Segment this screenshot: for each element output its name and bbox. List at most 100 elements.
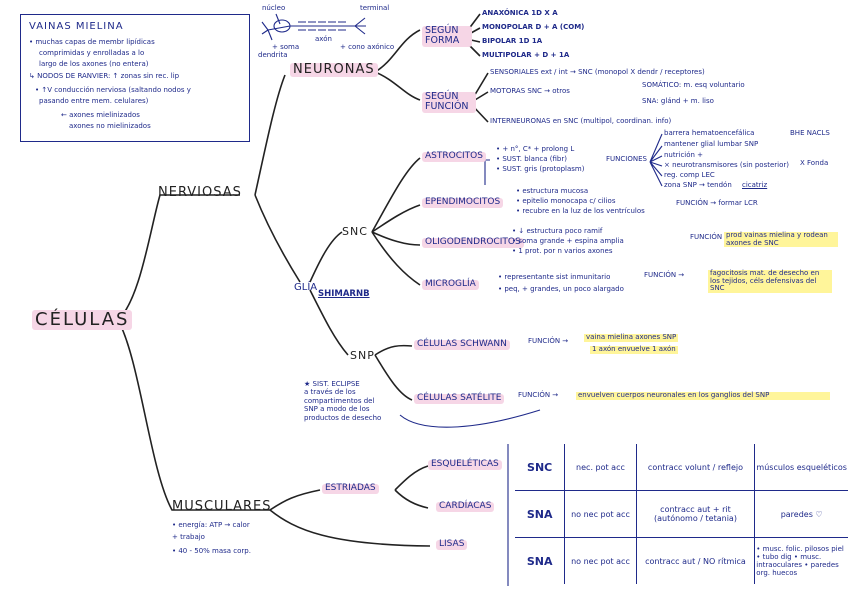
snp-note: ★ SIST. ECLIPSE a través de los comparti… xyxy=(304,380,381,422)
sketch-label-terminal: terminal xyxy=(360,4,390,12)
microglia-funcion-label: FUNCIÓN → xyxy=(644,271,685,279)
node-glia: GLÍA xyxy=(294,282,318,293)
microglia-funcion: fagocitosis mat. de desecho en los tejid… xyxy=(708,269,832,294)
forma-item: ANAXÓNICA 1D X A xyxy=(482,9,558,17)
table-cell: no nec pot acc xyxy=(564,537,637,584)
table-row: SNA no nec pot acc contracc aut + rit (a… xyxy=(515,490,848,538)
node-microglia: MICROGLÍA xyxy=(422,279,479,290)
schwann-sub: 1 axón envuelve 1 axón xyxy=(590,345,678,354)
muscle-comparison-table: SNC nec. pot acc contracc volunt / refle… xyxy=(515,444,848,584)
node-celulas-satelite: CÉLULAS SATÉLITE xyxy=(414,393,505,404)
node-nerviosas: NERVIOSAS xyxy=(158,185,242,200)
oligo-funcion-label: FUNCIÓN → xyxy=(690,233,731,241)
microglia-note: • representante sist inmunitario xyxy=(498,273,611,281)
node-estriadas: ESTRIADAS xyxy=(322,483,379,494)
snp-note-line: ★ SIST. ECLIPSE xyxy=(304,380,360,388)
ependimocitos-funcion: FUNCIÓN → formar LCR xyxy=(676,199,758,207)
astrocitos-funcion: barrera hematoencefálica xyxy=(664,129,755,137)
neuron-sketch xyxy=(261,13,366,41)
node-celulas-schwann: CÉLULAS SCHWANN xyxy=(414,339,510,350)
snp-note-line: productos de desecho xyxy=(304,413,382,422)
vainas-mielina-box: VAINAS MIELINA • muchas capas de membr l… xyxy=(20,14,250,142)
node-astrocitos: ASTROCITOS xyxy=(422,151,486,162)
node-oligodendrocitos: OLIGODENDROCITOS xyxy=(422,237,524,248)
node-musculares: MUSCULARES xyxy=(172,499,272,514)
table-row: SNC nec. pot acc contracc volunt / refle… xyxy=(515,444,848,491)
satelite-funcion-label: FUNCIÓN → xyxy=(518,391,559,399)
table-cell: • musc. folic. pilosos piel • tubo dig •… xyxy=(754,537,848,584)
oligo-funcion: prod vainas mielina y rodean axones de S… xyxy=(724,231,838,248)
funcion-item: MOTORAS SNC → otros xyxy=(490,87,570,95)
table-cell-system: SNA xyxy=(515,490,565,538)
vainas-line: • ↑V conducción nerviosa (saltando nodos… xyxy=(35,86,191,94)
astrocitos-extra: cicatriz xyxy=(742,181,768,189)
oligo-note: • ↓ estructura poco ramif xyxy=(512,227,603,235)
sketch-label-axon: axón xyxy=(315,35,332,43)
vainas-line: • muchas capas de membr lipídicas xyxy=(29,38,155,46)
astrocitos-note: • SUST. blanca (fibr) xyxy=(496,155,567,163)
ependimocitos-note: • recubre en la luz de los ventrículos xyxy=(516,207,645,215)
node-segun-funcion: SEGÚN FUNCIÓN xyxy=(422,91,476,113)
astrocitos-funcion: reg. comp LEC xyxy=(664,171,715,179)
node-neuronas: NEURONAS xyxy=(290,62,378,78)
musc-note: • 40 - 50% masa corp. xyxy=(172,547,251,555)
satelite-funcion: envuelven cuerpos neuronales en los gang… xyxy=(576,391,830,400)
forma-item: MONOPOLAR D + A (COM) xyxy=(482,23,585,31)
microglia-note: • peq, + grandes, un poco alargado xyxy=(498,285,624,293)
table-cell: contracc volunt / reflejo xyxy=(635,444,755,491)
node-snp: SNP xyxy=(350,349,375,362)
sketch-label-soma: + soma xyxy=(272,43,300,51)
vainas-line: axones no mielinizados xyxy=(69,122,151,130)
table-cell: contracc aut + rit (autónomo / tetania) xyxy=(635,490,755,538)
node-esqueleticas: ESQUELÉTICAS xyxy=(428,459,502,470)
forma-item: MULTIPOLAR + D + 1A xyxy=(482,51,570,59)
astrocitos-funcion: × neurotransmisores (sin posterior) xyxy=(664,161,789,169)
snp-note-line: compartimentos del xyxy=(304,396,375,405)
table-cell: contracc aut / NO rítmica xyxy=(635,537,755,584)
astrocitos-extra: BHE NACLS xyxy=(790,129,830,137)
snp-note-line: a través de los xyxy=(304,388,356,397)
table-cell-system: SNA xyxy=(515,537,565,584)
schwann-funcion: vaina mielina axones SNP xyxy=(584,333,679,342)
sketch-label-nucleo: núcleo xyxy=(262,4,286,12)
node-segun-forma: SEGÚN FORMA xyxy=(422,25,472,47)
table-cell: músculos esqueléticos xyxy=(754,444,848,491)
astrocitos-note: • + n°, C* + prolong L xyxy=(496,145,575,153)
oligo-note: • 1 prot. por n varios axones xyxy=(512,247,613,255)
astrocitos-funcion: zona SNP → tendón xyxy=(664,181,732,189)
table-cell-system: SNC xyxy=(527,460,553,474)
musc-note: • energía: ATP → calor xyxy=(172,521,250,529)
root-node-celulas: CÉLULAS xyxy=(32,310,133,330)
astrocitos-note: • SUST. gris (protoplasm) xyxy=(496,165,585,173)
oligo-note: • soma grande + espina amplia xyxy=(512,237,624,245)
table-cell: paredes ♡ xyxy=(754,490,848,538)
funcion-item: SENSORIALES ext / int → SNC (monopol X d… xyxy=(490,68,705,76)
schwann-funcion-label: FUNCIÓN → xyxy=(528,337,569,345)
vainas-line: ↳ NODOS DE RANVIER: ↑ zonas sin rec. lip xyxy=(29,72,180,80)
table-cell: nec. pot acc xyxy=(564,444,637,491)
astrocitos-funcion: nutrición + xyxy=(664,151,704,159)
funcion-item: INTERNEURONAS en SNC (multipol, coordina… xyxy=(490,117,672,125)
snp-note-line: SNP a modo de los xyxy=(304,405,370,414)
ependimocitos-note: • estructura mucosa xyxy=(516,187,589,195)
vainas-line: pasando entre mem. celulares) xyxy=(39,97,149,105)
table-row: SNA no nec pot acc contracc aut / NO rít… xyxy=(515,537,848,584)
node-cardiacas: CARDÍACAS xyxy=(436,501,495,512)
vainas-title: VAINAS MIELINA xyxy=(29,21,124,32)
ependimocitos-note: • epitelio monocapa c/ cilios xyxy=(516,197,616,205)
node-ependimocitos: EPENDIMOCITOS xyxy=(422,197,504,208)
node-lisas: LISAS xyxy=(436,539,468,550)
sketch-label-dendrite: dendrita xyxy=(258,51,288,59)
motoras-sub: SNA: glánd + m. liso xyxy=(642,97,714,105)
motoras-sub: SOMÁTICO: m. esq voluntario xyxy=(642,81,745,89)
vainas-line: largo de los axones (no entera) xyxy=(39,60,149,68)
astrocitos-funcion: mantener glial lumbar SNP xyxy=(664,140,759,148)
astrocitos-funciones-label: FUNCIONES xyxy=(606,155,647,163)
vainas-line: ← axones mielinizados xyxy=(61,111,140,119)
glia-tag: SHIMARNB xyxy=(318,289,370,299)
astrocitos-extra: X Fonda xyxy=(800,159,829,167)
musc-note: + trabajo xyxy=(172,533,205,541)
table-cell: no nec pot acc xyxy=(564,490,637,538)
